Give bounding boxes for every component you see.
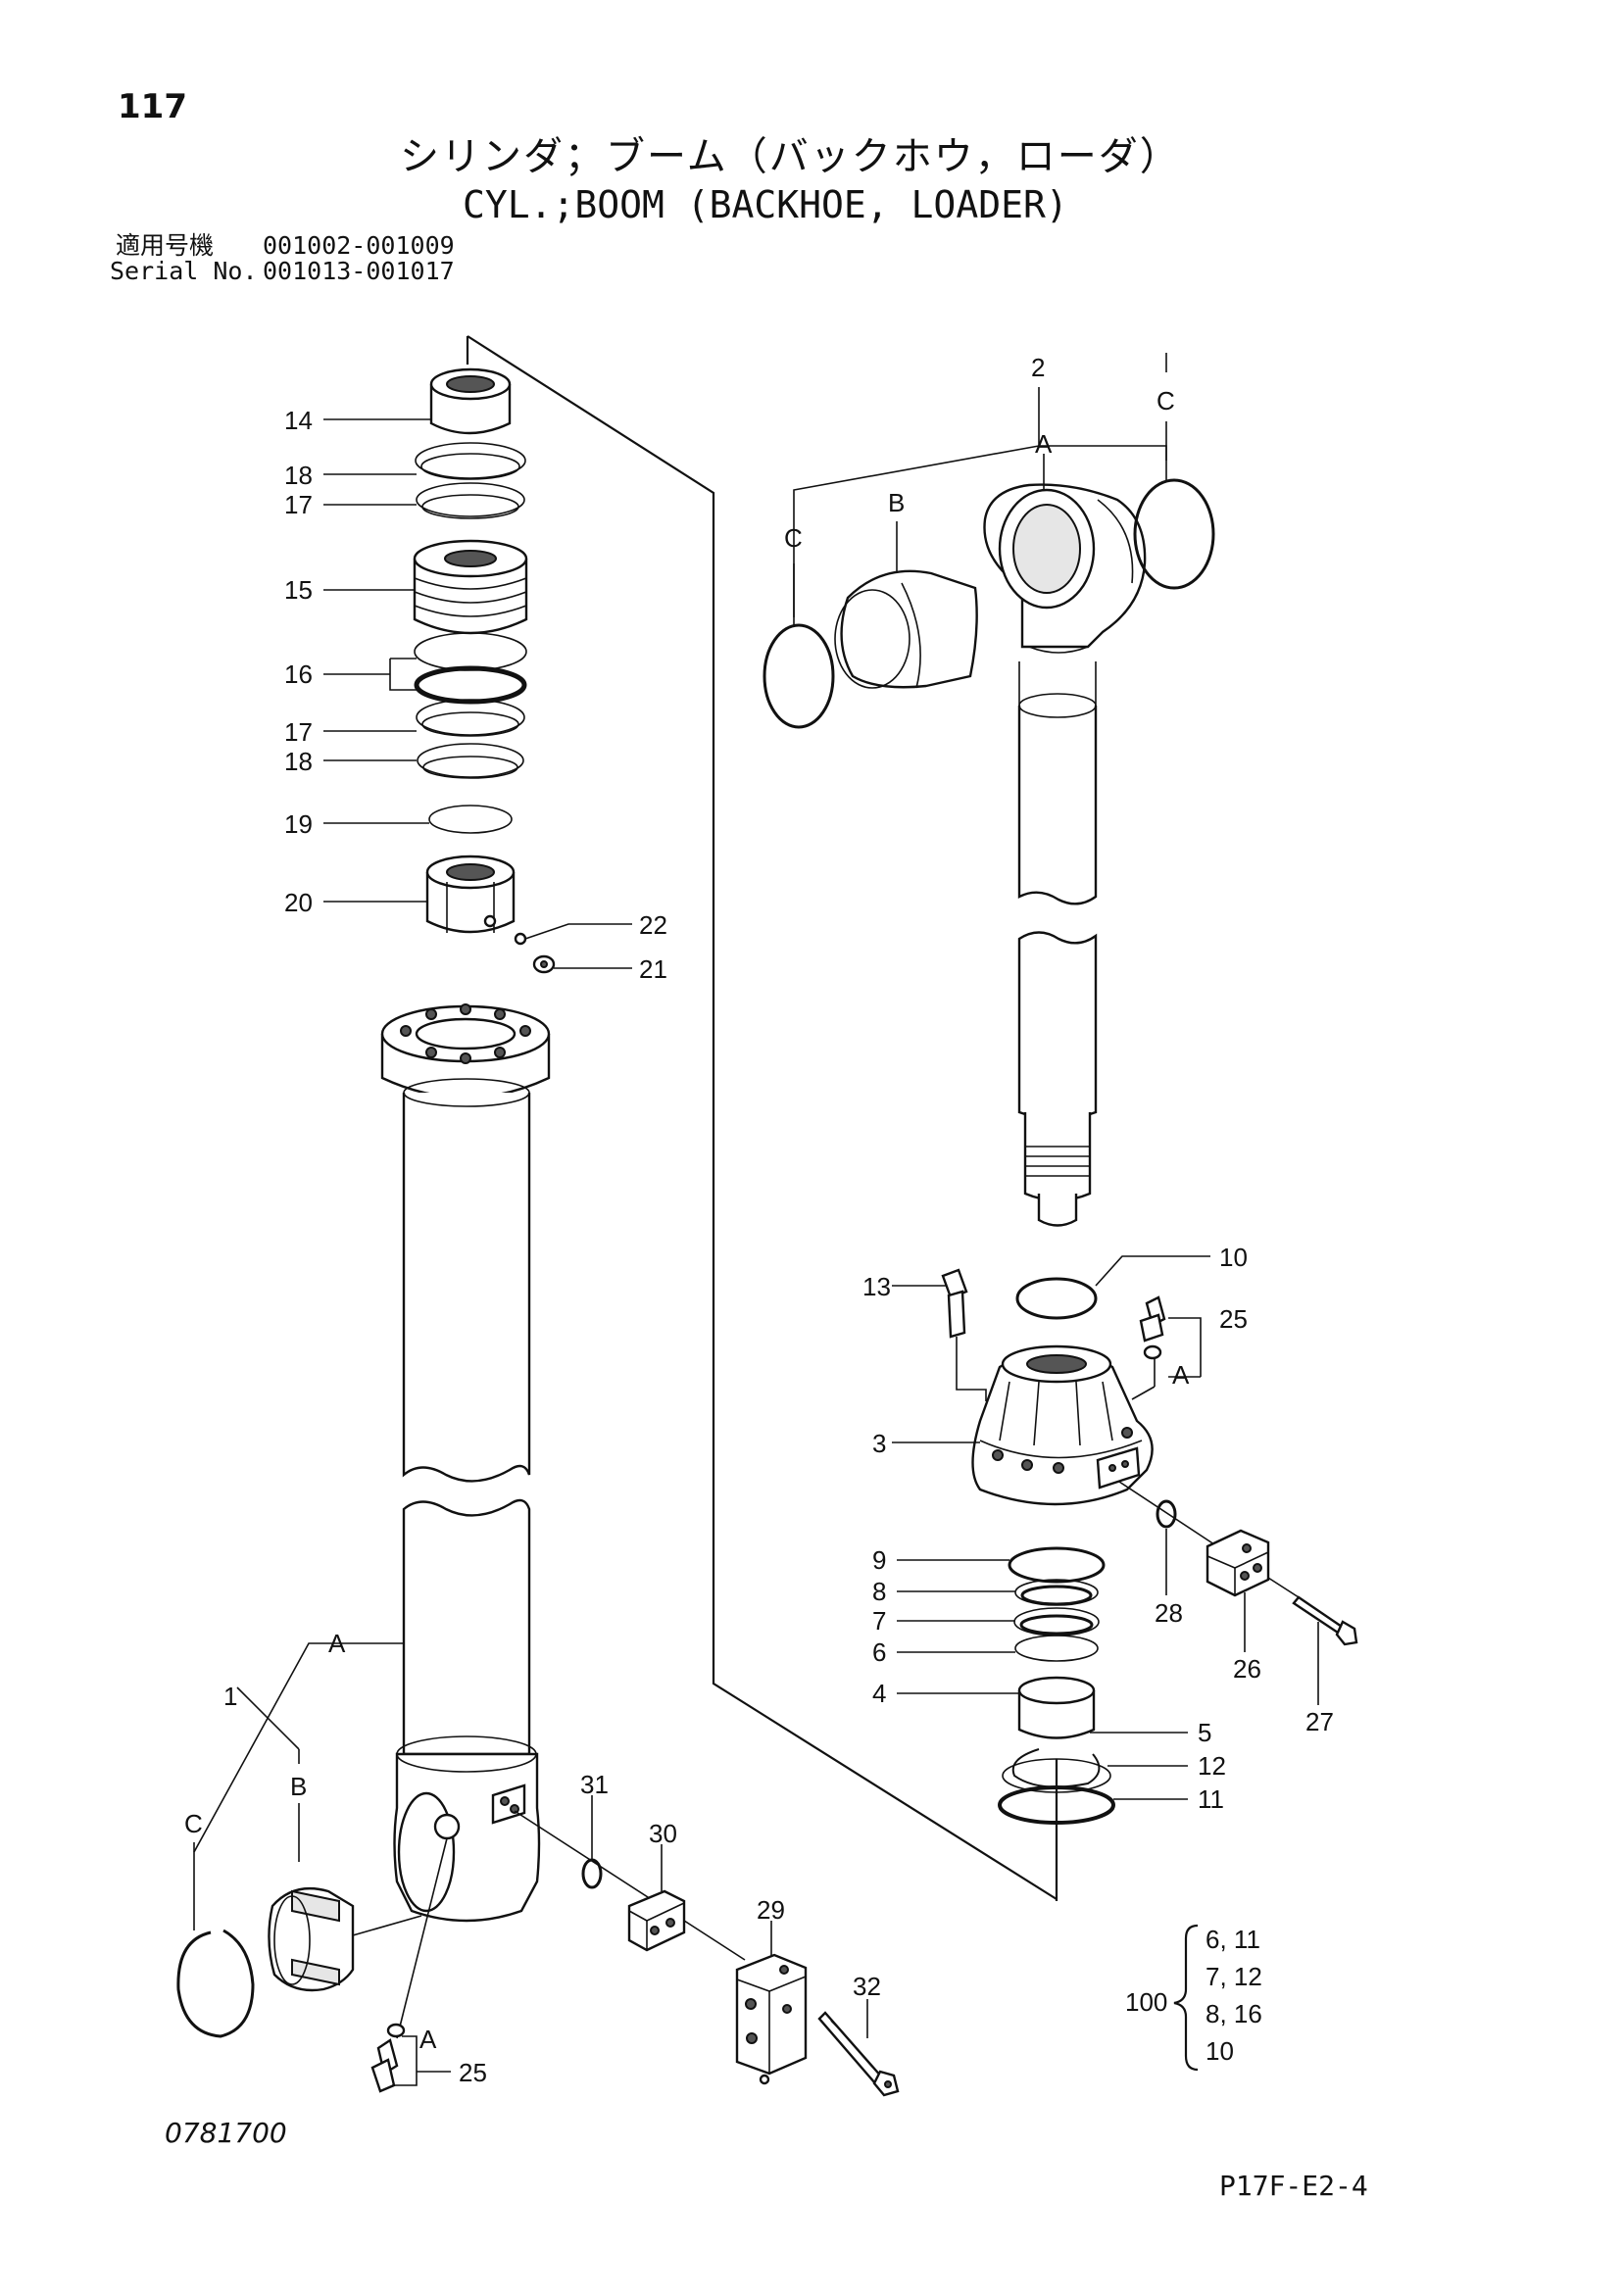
kit-item-4: 10 [1206, 2036, 1234, 2066]
sheet-code: P17F-E2-4 [1219, 2170, 1368, 2202]
callout-2-C-left: C [784, 523, 803, 553]
part-21-set-screw [532, 954, 556, 974]
part-27-bolt [1267, 1577, 1358, 1646]
callout-26: 26 [1233, 1654, 1261, 1684]
part-1-cylinder-tube [380, 1003, 551, 1923]
part-15-piston [413, 539, 528, 635]
part-26-block [1206, 1529, 1270, 1597]
callout-4: 4 [872, 1679, 886, 1708]
page-number: 117 [118, 87, 187, 126]
part-2A-rod-eye [983, 483, 1147, 654]
callout-25-lower: 25 [459, 2058, 487, 2087]
callout-1: 1 [223, 1682, 237, 1711]
part-10-ring [1015, 1277, 1098, 1320]
title-english: CYL.;BOOM (BACKHOE, LOADER) [463, 183, 1068, 226]
callout-10: 10 [1219, 1243, 1248, 1272]
part-20-nut [425, 855, 516, 934]
callout-2-A: A [1035, 429, 1053, 459]
callout-28: 28 [1155, 1598, 1183, 1628]
part-29-valve-block [735, 1953, 808, 2085]
part-30-flange-block [627, 1889, 686, 1952]
callout-12: 12 [1198, 1751, 1226, 1781]
parts-9-8-7-6-seals [1008, 1546, 1106, 1662]
parts-5-12-11-rings [998, 1748, 1115, 1825]
part-32-bolt [817, 2011, 900, 2097]
parts-18-17-rings-upper [415, 442, 526, 519]
callout-labels: 14 18 17 15 16 17 18 19 20 22 21 2 A B C… [184, 353, 1334, 2087]
callout-6: 6 [872, 1637, 886, 1667]
callout-29: 29 [757, 1895, 785, 1925]
callout-13: 13 [862, 1272, 891, 1301]
callout-31: 31 [580, 1770, 609, 1799]
callout-18-lower: 18 [284, 747, 313, 776]
part-1B-spherical-bushing [268, 1887, 355, 1992]
callout-17: 17 [284, 490, 313, 519]
assembly-guide-lines [466, 335, 1058, 1901]
callout-30: 30 [649, 1819, 677, 1848]
callout-18: 18 [284, 461, 313, 490]
callout-25-upper: 25 [1219, 1304, 1248, 1334]
callout-9: 9 [872, 1545, 886, 1575]
callout-1-A: A [328, 1629, 346, 1658]
kit-number: 100 [1125, 1987, 1167, 2017]
callout-27: 27 [1305, 1707, 1334, 1736]
callout-5: 5 [1198, 1718, 1211, 1747]
kit-item-3: 8, 16 [1206, 1999, 1262, 2028]
callout-11: 11 [1198, 1784, 1224, 1814]
part-1C-snap-ring [176, 1929, 255, 2038]
callout-leaders [193, 353, 1319, 2086]
part-4-bushing [1017, 1676, 1096, 1739]
part-2C-snap-ring-right [1133, 478, 1215, 590]
part-14-bushing [429, 367, 512, 435]
callout-20: 20 [284, 888, 313, 917]
part-16-seal-rings [414, 632, 527, 705]
kit-item-2: 7, 12 [1206, 1962, 1262, 1991]
callout-19: 19 [284, 809, 313, 839]
callout-25-upper-A: A [1172, 1360, 1190, 1390]
serial-label-en: Serial No. [110, 257, 258, 285]
leader-bushing [352, 1915, 422, 1936]
part-2B-bushing [834, 569, 978, 689]
part-19-ring [428, 805, 513, 834]
callout-8: 8 [872, 1577, 886, 1606]
part-2-piston-rod [1017, 661, 1098, 1227]
part-13-bolt [941, 1268, 968, 1372]
parts-17-18-rings-lower [416, 699, 525, 779]
callout-1-C: C [184, 1809, 203, 1838]
callout-25-lower-A: A [419, 2025, 437, 2054]
callout-1-B: B [290, 1772, 307, 1801]
callout-15: 15 [284, 575, 313, 605]
callout-22: 22 [639, 910, 667, 940]
callout-17-lower: 17 [284, 717, 313, 747]
serial-range-jp: 001002-001009 [263, 231, 455, 260]
callout-16: 16 [284, 659, 313, 689]
part-25-grease-fitting-upper [1131, 1295, 1166, 1400]
callout-3: 3 [872, 1429, 886, 1458]
callout-32: 32 [853, 1972, 881, 2001]
callout-2-B: B [888, 488, 905, 517]
serial-range-en: 001013-001017 [263, 257, 455, 285]
part-2C-snap-ring-left [763, 623, 835, 729]
callout-7: 7 [872, 1606, 886, 1636]
part-22-ball [514, 932, 527, 946]
callout-14: 14 [284, 406, 313, 435]
callout-2-C-right: C [1156, 386, 1175, 415]
callout-21: 21 [639, 954, 667, 984]
leader-28 [1118, 1481, 1221, 1549]
callout-2: 2 [1031, 353, 1045, 382]
serial-label-jp: 適用号機 [116, 231, 215, 260]
bolt-guide [956, 1372, 987, 1401]
kit-item-1: 6, 11 [1206, 1925, 1260, 1954]
kit-brace [1173, 1924, 1199, 2072]
title-japanese: シリンダ；ブーム（バックホウ，ローダ） [400, 134, 1181, 179]
part-28-o-ring [1156, 1499, 1177, 1529]
part-3-rod-cover [971, 1344, 1154, 1506]
document-code: 0781700 [165, 2117, 287, 2149]
